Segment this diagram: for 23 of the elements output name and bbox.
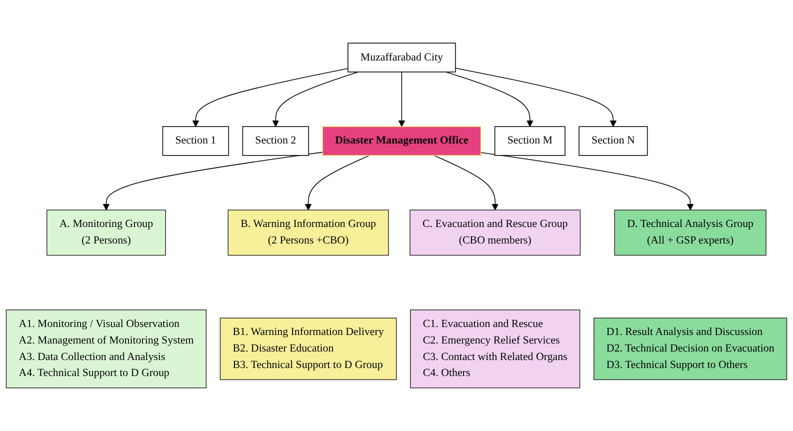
node-box: D1. Result Analysis and Discussion D2. Technical Decision on Evacuation D3. Technical Support to Others [593,318,788,380]
node-box: A. Monitoring Group (2 Persons) [46,210,166,256]
node-box: Section N [578,126,648,156]
node-box: B. Warning Information Group (2 Persons +CBO) [228,210,389,256]
arrow [192,68,348,127]
node-box: Section M [494,126,566,156]
node-box: Disaster Management Office [322,126,482,156]
node-box: Muzaffarabad City [348,42,456,72]
arrow [480,152,694,210]
arrow [304,155,370,210]
arrow [455,68,617,127]
node-box: Section 2 [242,126,309,156]
arrow [398,72,406,127]
arrow [446,72,534,127]
arrow [434,155,499,210]
node-box: D. Technical Analysis Group (All + GSP experts) [614,210,766,256]
node-box: A1. Monitoring / Visual Observation A2. Management of Monitoring System A3. Data Collection and Analysis A4. Technical Support to D Group [6,309,207,388]
arrow [102,152,323,210]
node-box: Section 1 [162,126,230,156]
arrow [272,72,358,127]
node-box: C. Evacuation and Rescue Group (CBO members) [410,210,581,256]
node-box: B1. Warning Information Delivery B2. Disaster Education B3. Technical Support to D Group [220,318,397,380]
node-box: C1. Evacuation and Rescue C2. Emergency Relief Services C3. Contact with Related Organs C4. Others [410,309,580,388]
